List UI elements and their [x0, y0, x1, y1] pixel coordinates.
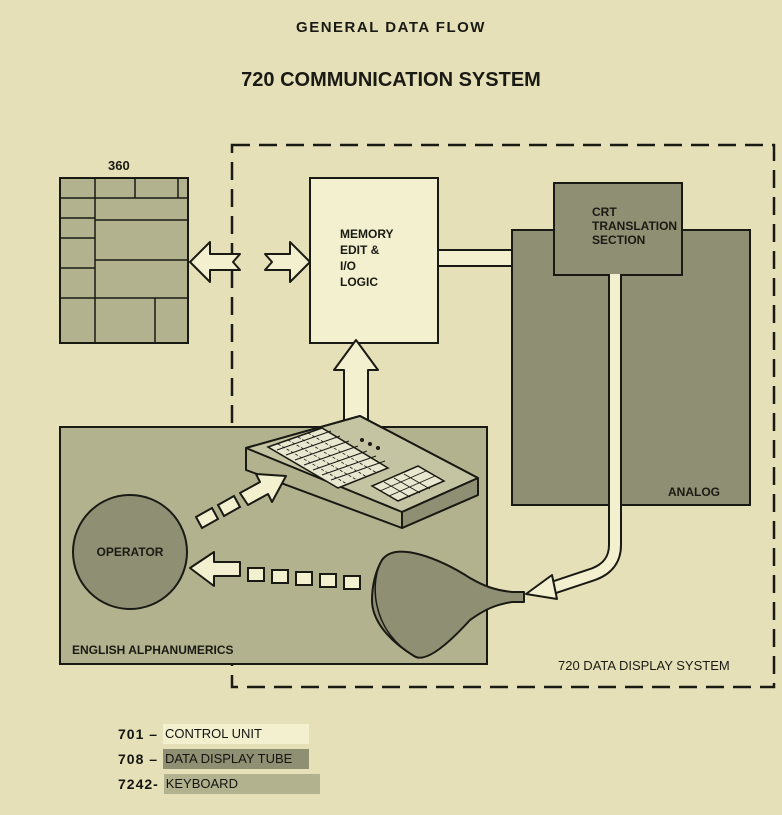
system-360-label: 360 — [108, 158, 130, 173]
svg-text:CRT TRANSLATION SE: CRT TRANSLATION SECTION — [592, 205, 680, 247]
svg-text:MEMORY EDIT & I/O: MEMORY EDIT & I/O LOGIC — [340, 227, 397, 289]
system-360-block — [59, 177, 189, 344]
arrow-operator-to-keyboard — [194, 473, 287, 530]
data-display-system-label: 720 DATA DISPLAY SYSTEM — [558, 658, 730, 673]
bidirectional-arrow-360-memory — [189, 241, 311, 283]
legend-number: 701 — [118, 726, 145, 742]
diagram-subtitle: 720 COMMUNICATION SYSTEM — [241, 69, 541, 91]
data-display-system-boundary — [230, 143, 776, 689]
analog-label: ANALOG — [668, 485, 720, 499]
english-alphanumerics-label: ENGLISH ALPHANUMERICS — [72, 643, 234, 657]
legend-label: KEYBOARD — [163, 774, 320, 794]
memory-logic-line-4: LOGIC — [340, 275, 378, 289]
analog-signal-arrowhead — [525, 574, 558, 600]
legend-item-keyboard: 7242 - KEYBOARD — [118, 774, 320, 794]
crt-line-3: SECTION — [592, 233, 645, 247]
legend-separator: – — [144, 726, 163, 742]
legend-label: CONTROL UNIT — [162, 724, 309, 744]
diagram-title: GENERAL DATA FLOW — [296, 19, 486, 36]
operator-node — [72, 494, 188, 610]
keyboard-icon — [245, 415, 479, 529]
legend-number: 7242 — [118, 776, 154, 792]
memory-logic-line-2: EDIT & — [340, 243, 380, 257]
operator-label: OPERATOR — [97, 545, 164, 559]
crt-line-2: TRANSLATION — [592, 219, 677, 233]
arrow-display-to-operator — [189, 551, 361, 590]
crt-line-1: CRT — [592, 205, 617, 219]
memory-logic-line-1: MEMORY — [340, 227, 394, 241]
memory-logic-block: MEMORY EDIT & I/O LOGIC — [309, 177, 439, 344]
crt-translation-block: CRT TRANSLATION SECTION — [553, 182, 683, 276]
legend-item-display-tube: 708 – DATA DISPLAY TUBE — [118, 749, 309, 769]
legend-item-control-unit: 701 – CONTROL UNIT — [118, 724, 309, 744]
analog-signal-line — [550, 274, 620, 593]
legend-label: DATA DISPLAY TUBE — [162, 749, 309, 769]
memory-logic-line-3: I/O — [340, 259, 356, 273]
legend-number: 708 — [118, 751, 145, 767]
legend-separator: – — [144, 751, 163, 767]
display-tube-icon — [371, 550, 525, 659]
legend-separator: - — [153, 776, 164, 792]
